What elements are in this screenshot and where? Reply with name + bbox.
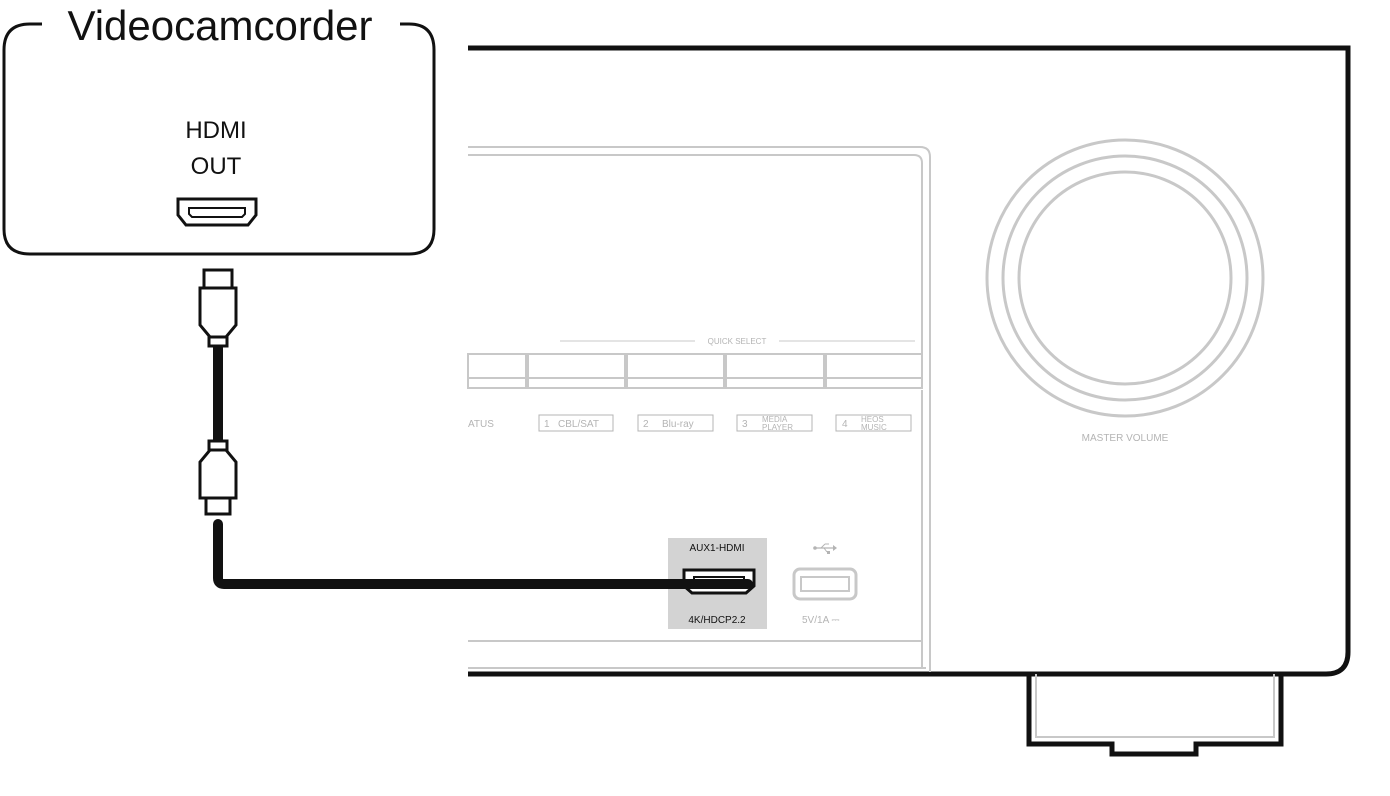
- hdmi-cable: [198, 268, 753, 589]
- receiver-foot: [1026, 674, 1284, 757]
- hdmi-port-icon: [176, 197, 258, 227]
- usb-icon: [813, 543, 837, 554]
- quick-select-3-label2: PLAYER: [762, 423, 793, 432]
- hdmi-out-port[interactable]: [176, 197, 258, 227]
- aux-hdmi-label-top: AUX1-HDMI: [689, 543, 744, 554]
- volume-ring-outer: [985, 138, 1265, 418]
- quick-select-1-num: 1: [544, 419, 550, 430]
- quick-select-bar: [467, 353, 923, 389]
- quick-select-4-num: 4: [842, 419, 848, 430]
- aux-hdmi-label-bottom: 4K/HDCP2.2: [688, 615, 746, 626]
- quick-select-4-label2: MUSIC: [861, 423, 887, 432]
- status-label: ATUS: [468, 419, 494, 430]
- videocamcorder-device: Videocamcorder HDMI OUT: [2, 2, 436, 256]
- hdmi-out-label-line1: HDMI: [185, 117, 246, 144]
- quick-select-3[interactable]: 3 MEDIA PLAYER: [736, 414, 813, 432]
- display-panel-frame: [468, 146, 931, 672]
- quick-select-3-label: MEDIA: [762, 415, 788, 424]
- quick-select-2-num: 2: [643, 419, 649, 430]
- volume-ring-inner: [1017, 170, 1233, 386]
- usb-port[interactable]: [792, 567, 858, 601]
- master-volume-knob[interactable]: [985, 138, 1265, 418]
- quick-select-2-label: Blu-ray: [662, 419, 694, 430]
- quick-select-4[interactable]: 4 HEOS MUSIC: [835, 414, 912, 432]
- receiver-front-panel: QUICK SELECT ATUS 1 CBL/SAT 2 Blu-ray 3 …: [467, 45, 1351, 757]
- master-volume-label: MASTER VOLUME: [1082, 433, 1169, 444]
- hdmi-plug-top: [198, 268, 238, 348]
- hdmi-plug-bottom: [198, 439, 238, 516]
- quick-select-1[interactable]: 1 CBL/SAT: [538, 414, 614, 432]
- device-box-outline: [2, 22, 436, 256]
- quick-select-2[interactable]: 2 Blu-ray: [637, 414, 714, 432]
- quick-select-label: QUICK SELECT: [708, 337, 767, 346]
- cable-segment-lower: [213, 519, 753, 589]
- display-panel-frame-inner: [468, 154, 923, 353]
- quick-select-3-num: 3: [742, 419, 748, 430]
- hdmi-out-label-line2: OUT: [191, 153, 242, 180]
- usb-rating: 5V/1A ⎓: [802, 615, 839, 626]
- quick-select-4-label: HEOS: [861, 415, 884, 424]
- quick-select-1-label: CBL/SAT: [558, 419, 599, 430]
- receiver-foot-inner: [1035, 674, 1275, 738]
- volume-ring-middle: [1001, 154, 1249, 402]
- device-title: Videocamcorder: [67, 2, 372, 49]
- receiver-body-outline: [468, 45, 1351, 677]
